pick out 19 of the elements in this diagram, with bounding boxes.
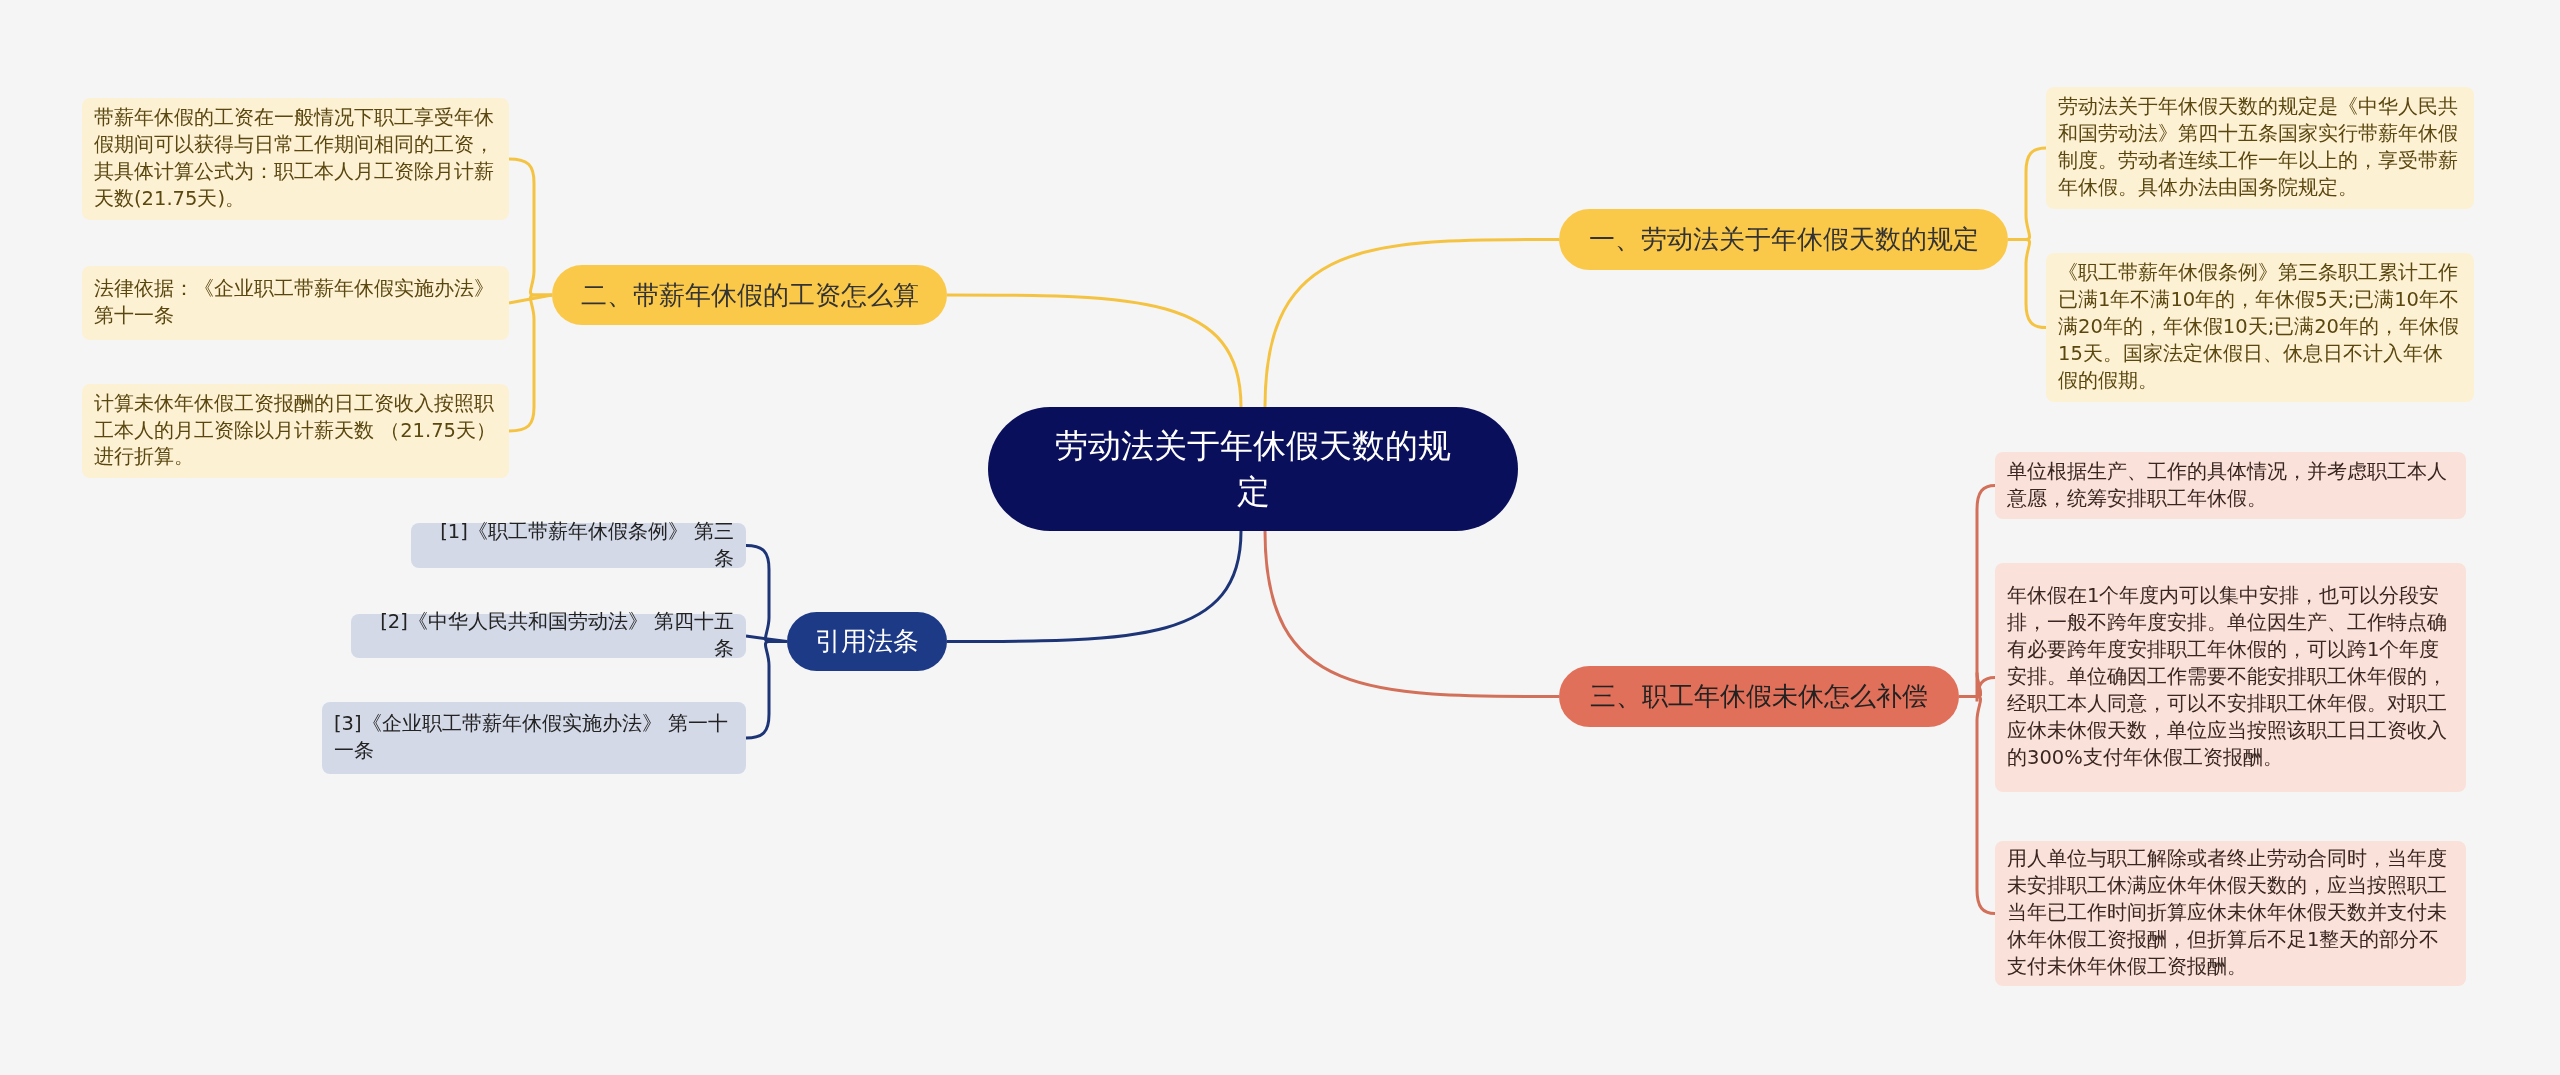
note-box: 带薪年休假的工资在一般情况下职工享受年休假期间可以获得与日常工作期间相同的工资，其具体计算公式为：职工本人月工资除月计薪天数(21.75天)。 bbox=[82, 98, 509, 220]
note-box: 计算未休年休假工资报酬的日工资收入按照职工本人的月工资除以月计薪天数 （21.75天）进行折算。 bbox=[82, 384, 509, 478]
note-box: 法律依据：《企业职工带薪年休假实施办法》第十一条 bbox=[82, 266, 509, 340]
connector-line bbox=[1263, 238, 1559, 408]
connector-line bbox=[1263, 530, 1559, 698]
topic-pill: 二、带薪年休假的工资怎么算 bbox=[552, 265, 947, 325]
note-box: 《职工带薪年休假条例》第三条职工累计工作已满1年不满10年的，年休假5天;已满10年不满20年的，年休假10天;已满20年的，年休假15天。国家法定休假日、休息日不计入年休假的假期。 bbox=[2046, 253, 2474, 402]
topic-pill: 一、劳动法关于年休假天数的规定 bbox=[1559, 209, 2008, 270]
topic-pill: 三、职工年休假未休怎么补偿 bbox=[1559, 666, 1959, 727]
note-box: 年休假在1个年度内可以集中安排，也可以分段安排，一般不跨年度安排。单位因生产、工作特点确有必要跨年度安排职工年休假的，可以跨1个年度安排。单位确因工作需要不能安排职工休年假的，经职工本人同意，可以不安排职工休年假。对职工应休未休假天数，单位应当按照该职工日工资收入的300%支付年休假工资报酬。 bbox=[1995, 563, 2466, 792]
note-box: [3]《企业职工带薪年休假实施办法》 第一十一条 bbox=[322, 702, 746, 774]
connector-line bbox=[947, 530, 1243, 643]
note-box: 劳动法关于年休假天数的规定是《中华人民共和国劳动法》第四十五条国家实行带薪年休假制度。劳动者连续工作一年以上的，享受带薪年休假。具体办法由国务院规定。 bbox=[2046, 87, 2474, 209]
connector-line bbox=[947, 293, 1243, 408]
topic-pill: 引用法条 bbox=[787, 612, 947, 671]
central-topic: 劳动法关于年休假天数的规定 bbox=[988, 407, 1518, 531]
note-box: [1]《职工带薪年休假条例》 第三条 bbox=[411, 523, 746, 568]
note-box: 单位根据生产、工作的具体情况，并考虑职工本人意愿，统筹安排职工年休假。 bbox=[1995, 452, 2466, 519]
note-box: 用人单位与职工解除或者终止劳动合同时，当年度未安排职工休满应休年休假天数的，应当按照职工当年已工作时间折算应休未休年休假天数并支付未休年休假工资报酬，但折算后不足1整天的部分不支付未休年休假工资报酬。 bbox=[1995, 841, 2466, 986]
